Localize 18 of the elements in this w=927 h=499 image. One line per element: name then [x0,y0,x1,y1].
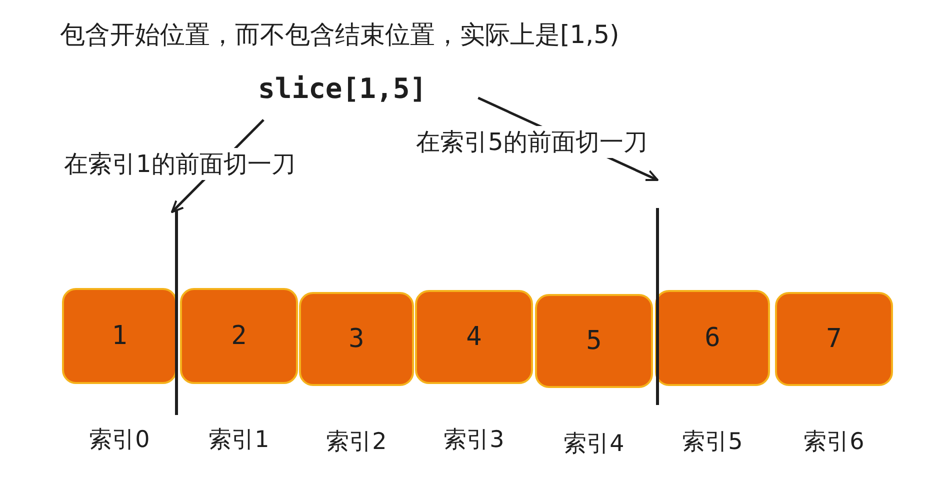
cut-line [656,208,659,405]
number-box: 4 [415,290,533,384]
number-box: 2 [180,288,298,384]
index-label: 索引3 [442,426,506,455]
index-label: 索引4 [562,430,626,459]
number-box: 3 [299,292,414,386]
index-label: 索引2 [325,428,388,457]
index-label: 索引5 [681,428,744,457]
index-label: 索引0 [88,426,151,455]
index-label: 索引6 [802,428,866,457]
number-box: 6 [655,290,770,386]
number-box: 1 [62,288,177,384]
cut-line [175,210,178,415]
heading-text: 包含开始位置，而不包含结束位置，实际上是[1,5) [60,19,620,51]
index-label: 索引1 [208,426,270,455]
number-box: 5 [535,294,653,388]
number-box: 7 [775,292,893,386]
code-text: slice[1,5] [258,72,443,108]
